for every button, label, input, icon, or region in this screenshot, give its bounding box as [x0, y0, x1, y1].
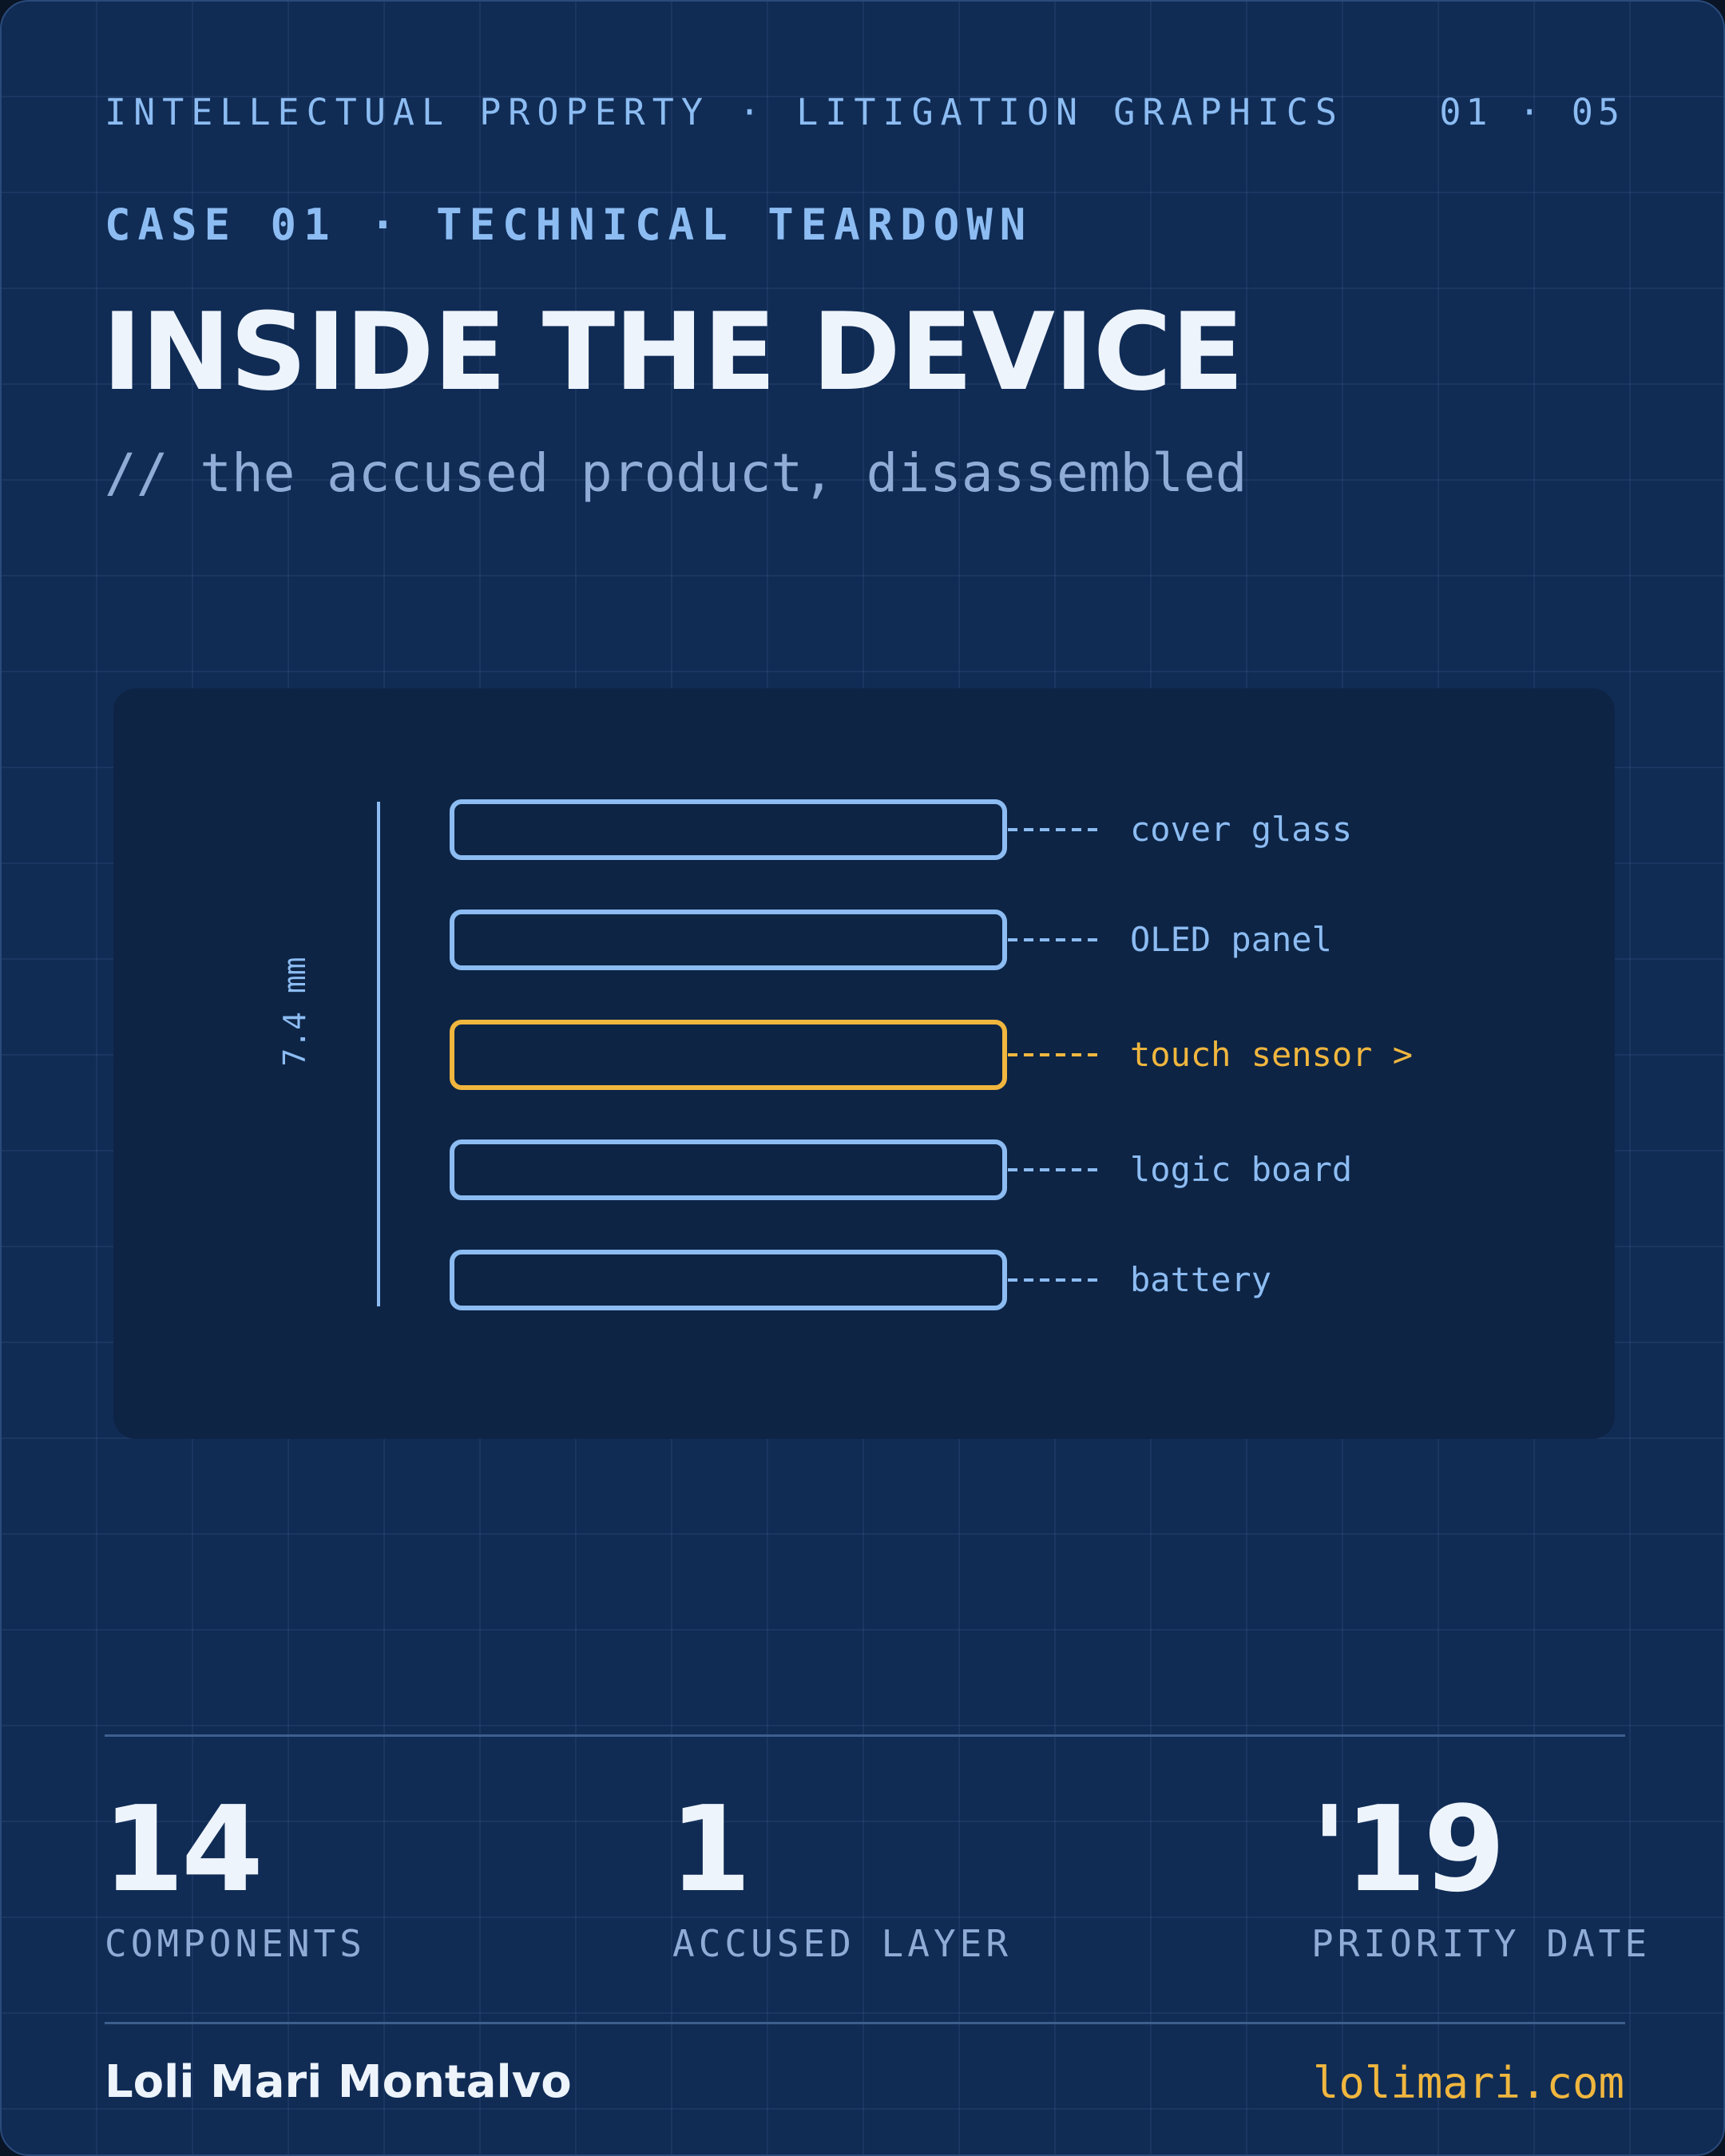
stat-value-priority-date: '19	[1311, 1781, 1505, 1918]
layer-label-logic-board: logic board	[1130, 1150, 1352, 1189]
layer-box-cover-glass	[450, 799, 1007, 860]
layer-box-logic-board	[450, 1139, 1007, 1200]
page-indicator: 01 · 05	[1439, 91, 1624, 133]
stat-label-accused-layer: ACCUSED LAYER	[672, 1922, 1013, 1965]
website-link[interactable]: lolimari.com	[1312, 2058, 1624, 2108]
layer-label-touch-sensor[interactable]: touch sensor >	[1130, 1035, 1413, 1074]
page-title: INSIDE THE DEVICE	[102, 290, 1244, 414]
stat-label-priority-date: PRIORITY DATE	[1311, 1922, 1652, 1965]
case-label: CASE 01 · TECHNICAL TEARDOWN	[105, 200, 1033, 250]
layer-box-oled-panel	[450, 910, 1007, 970]
layer-box-touch-sensor	[450, 1020, 1007, 1090]
thickness-dimension-label: 7.4 mm	[277, 957, 312, 1066]
layer-box-battery	[450, 1250, 1007, 1310]
eyebrow-text: INTELLECTUAL PROPERTY · LITIGATION GRAPH…	[105, 91, 1344, 133]
stat-value-components: 14	[102, 1781, 264, 1918]
author-name: Loli Mari Montalvo	[105, 2056, 572, 2108]
stat-value-accused-layer: 1	[669, 1781, 751, 1918]
stat-label-components: COMPONENTS	[105, 1922, 366, 1965]
divider-bottom	[105, 2022, 1625, 2024]
layer-label-cover-glass: cover glass	[1130, 810, 1352, 849]
layer-label-oled-panel: OLED panel	[1130, 920, 1332, 959]
divider-top	[105, 1734, 1625, 1737]
page-subtitle: // the accused product, disassembled	[105, 442, 1247, 504]
layer-label-battery: battery	[1130, 1260, 1271, 1299]
